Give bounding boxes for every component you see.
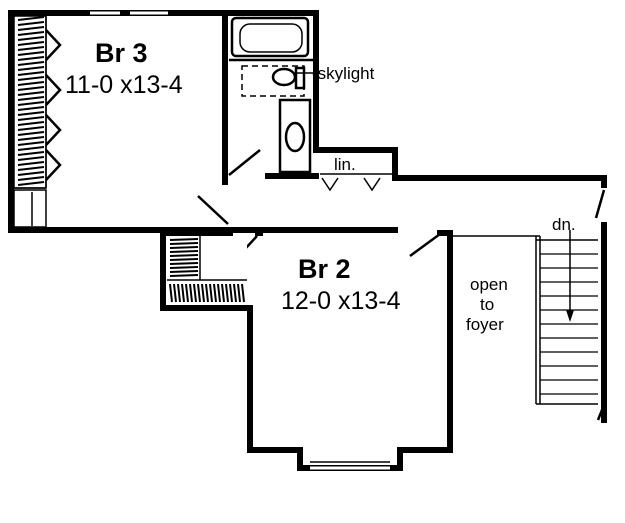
br2-room-name: Br 2 bbox=[298, 254, 351, 284]
br3-room-dims: 11-0 x13-4 bbox=[65, 71, 183, 99]
linen-closet bbox=[313, 147, 607, 192]
stair bbox=[452, 175, 608, 423]
br2-closet bbox=[167, 236, 247, 304]
open-to-foyer-line3: foyer bbox=[466, 315, 504, 334]
br2-room-dims: 12-0 x13-4 bbox=[281, 287, 401, 315]
stair-down-label: dn. bbox=[552, 215, 576, 234]
skylight-label: -skylight bbox=[312, 64, 375, 83]
open-to-foyer-line2: to bbox=[480, 295, 494, 314]
br3-closet bbox=[13, 15, 62, 228]
br2-walls bbox=[160, 230, 453, 471]
br3-room-name: Br 3 bbox=[95, 38, 148, 68]
br3-walls bbox=[8, 10, 398, 233]
linen-label: lin. bbox=[334, 155, 356, 174]
bathroom bbox=[228, 16, 319, 179]
open-to-foyer-line1: open bbox=[470, 275, 508, 294]
